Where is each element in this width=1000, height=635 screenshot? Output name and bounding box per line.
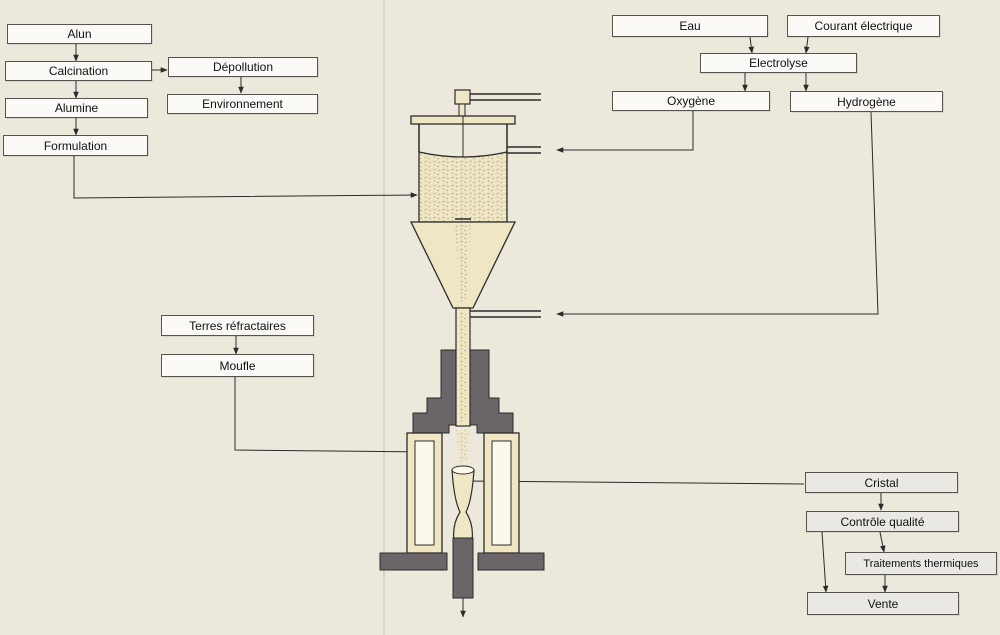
box-eau: Eau [612,15,768,37]
box-controle-qualite: Contrôle qualité [806,511,959,532]
left-flow-arrows [73,44,429,455]
box-vente: Vente [807,592,959,615]
box-hydrogene: Hydrogène [790,91,943,112]
box-courant-electrique: Courant électrique [787,15,940,37]
verneuil-apparatus [379,89,545,618]
arrow-eau-electrolyse [748,36,754,54]
crystal-boule [451,466,475,541]
base-plate-right [477,552,545,571]
arrow-formulation-hopper [73,156,418,199]
right-flow-arrows [464,36,888,593]
base-plate-left [379,552,448,571]
hopper-body [418,151,508,223]
arrow-cristal-furnace [464,478,805,485]
box-electrolyse: Electrolyse [700,53,857,73]
arrow-courant-electrolyse [804,36,810,54]
box-alun: Alun [7,24,152,44]
arrow-moufle-furnace [234,377,429,455]
box-depollution: Dépollution [168,57,318,77]
box-cristal: Cristal [805,472,958,493]
box-calcination: Calcination [5,61,152,81]
box-environnement: Environnement [167,94,318,114]
arrow-oxygene-inlet [556,111,694,153]
box-moufle: Moufle [161,354,314,377]
box-traitements-thermiques: Traitements thermiques [845,552,997,575]
box-oxygene: Oxygène [612,91,770,111]
arrow-controle-vente [821,531,829,593]
arrow-controle-traitements [879,531,886,553]
box-formulation: Formulation [3,135,148,156]
crystal-pedestal [452,537,474,599]
hammer-stem [458,103,466,117]
hammer-motor [454,89,471,105]
box-terres-refractaires: Terres réfractaires [161,315,314,336]
box-alumine: Alumine [5,98,148,118]
arrow-hydrogene-inlet [556,111,879,317]
